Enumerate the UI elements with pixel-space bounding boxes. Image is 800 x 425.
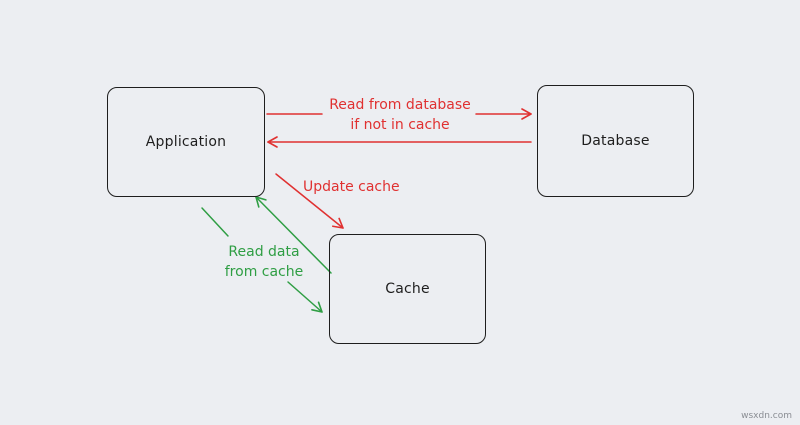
read-data-line2: from cache	[224, 264, 304, 280]
application-node: Application	[107, 87, 265, 197]
read-from-database-label: Read from database if not in cache	[318, 95, 482, 135]
read-from-database-line1: Read from database	[329, 97, 471, 113]
watermark: wsxdn.com	[741, 411, 792, 421]
read-data-from-cache-label: Read data from cache	[212, 242, 316, 282]
update-cache-text: Update cache	[303, 179, 400, 195]
edge-app-to-cache-update-arrow	[275, 173, 344, 229]
cache-label: Cache	[385, 281, 430, 297]
cache-node: Cache	[329, 234, 486, 344]
edge-app-to-cache-read-arrow	[287, 281, 323, 313]
database-node: Database	[537, 85, 694, 197]
edge-cache-to-app-arrow	[255, 196, 332, 274]
application-label: Application	[145, 134, 227, 150]
read-data-line1: Read data	[228, 244, 300, 260]
edge-app-to-cache-read-upper-segment	[201, 207, 229, 237]
update-cache-label: Update cache	[303, 177, 413, 197]
database-label: Database	[581, 133, 650, 149]
read-from-database-line2: if not in cache	[350, 117, 450, 133]
